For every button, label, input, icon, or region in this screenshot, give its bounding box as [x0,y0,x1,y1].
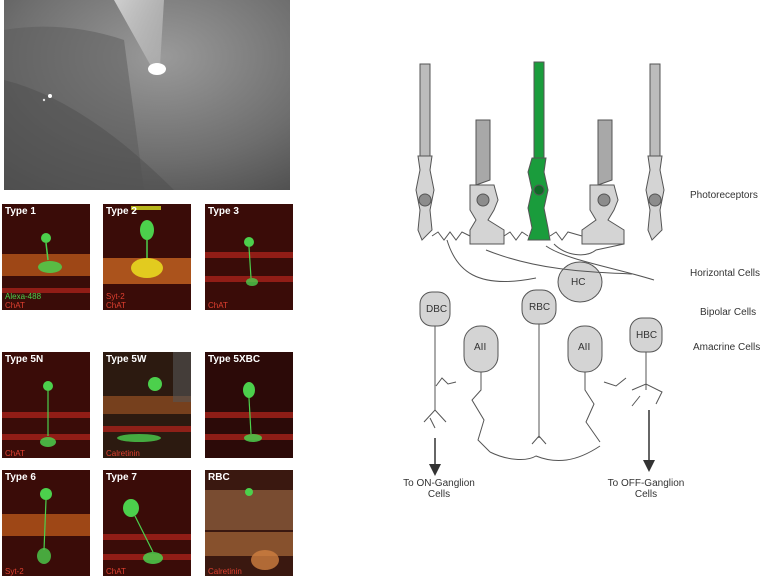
cone-outer-segment-2 [597,119,613,186]
microscope-image [4,0,290,190]
cell-label-aii-right: AII [578,342,591,353]
panel-stain-label: Alexa-488 [5,292,42,301]
panel-type-7: Type 7 ChAT [103,470,191,576]
panel-type-5xbc-image [205,352,293,458]
layer-label-horizontal: Horizontal Cells [690,268,761,279]
layer-label-bipolar: Bipolar Cells [700,307,757,318]
gap-junction-3 [549,231,583,241]
rod-nucleus-highlighted [533,184,545,196]
output-label-on: To ON-Ganglion Cells [394,478,484,500]
panel-stain-label: ChAT [106,567,126,576]
panel-type-3-image [205,204,293,310]
output-label-on-line2: Cells [427,489,451,500]
rod-nucleus-1 [418,193,432,207]
panel-type-6-image [2,470,90,576]
panel-type-1-image [2,204,90,310]
panel-stain-label: Calretinin [208,567,242,576]
panel-type-5xbc: Type 5XBC [205,352,293,458]
panel-stain-label: Calretinin [106,449,140,458]
cone-body-1 [469,184,505,245]
rbc-terminal [531,435,547,445]
cone-body-2 [581,184,625,245]
retina-circuit-diagram: DBC RBC HC HBC AII AII To ON-Ganglion Ce… [386,60,696,520]
gap-junction-2 [503,231,529,241]
panel-type-2: Type 2 Syt-2 ChAT [103,204,191,310]
microscope-photo [4,0,290,190]
panel-title: RBC [208,472,230,483]
panel-title: Type 6 [5,472,36,483]
panel-type-1: Type 1 Alexa-488 ChAT [2,204,90,310]
panel-type-5n-image [2,352,90,458]
panel-title: Type 5XBC [208,354,261,365]
panel-type-5w-image [103,352,191,458]
gap-junction-1 [431,231,471,241]
aii-dendrite-right [584,372,601,443]
panel-stain-label: ChAT [5,301,25,310]
panel-rbc-image [205,470,293,576]
panel-title: Type 1 [5,206,36,217]
panel-title: Type 5N [5,354,44,365]
rod-nucleus-2 [648,193,662,207]
cone-nucleus-1 [476,193,490,207]
cone-nucleus-2 [597,193,611,207]
rod-outer-segment-highlighted [533,61,545,159]
panel-type-3: Type 3 ChAT [205,204,293,310]
aii-lobule-right [603,377,627,387]
panel-stain-label: Syt-2 [5,567,24,576]
panel-title: Type 7 [106,472,137,483]
dbc-terminal [423,409,447,429]
output-label-off-line2: Cells [634,489,658,500]
panel-stain-label: Syt-2 [106,292,125,301]
layer-label-photoreceptors: Photoreceptors [690,190,758,201]
cone-outer-segment-1 [475,119,491,186]
panel-type-5w: Type 5W Calretinin [103,352,191,458]
circuit-drawing [415,61,665,476]
panel-type-7-image [103,470,191,576]
panel-type-5n: Type 5N ChAT [2,352,90,458]
rod-body-highlighted [527,157,551,241]
cell-label-dbc: DBC [426,304,448,315]
rod-outer-segment-1 [419,63,431,157]
hbc-terminal [631,383,663,407]
panel-title: Type 3 [208,206,239,217]
aii-dendrite-left [471,372,491,453]
panel-rbc: RBC Calretinin [205,470,293,576]
panel-title: Type 5W [106,354,147,365]
aii-lobule-left [435,377,457,387]
output-label-off: To OFF-Ganglion Cells [596,478,696,500]
synapse-line-2 [545,245,655,281]
output-label-on-line1: To ON-Ganglion [403,478,475,489]
layer-label-amacrine: Amacrine Cells [693,342,761,353]
synapse-line-3 [485,249,633,275]
panel-stain-label: ChAT [5,449,25,458]
panel-type-6: Type 6 Syt-2 [2,470,90,576]
cell-label-hc: HC [571,277,586,288]
output-label-off-line1: To OFF-Ganglion [607,478,685,489]
horizontal-cell-process [553,243,625,256]
panel-title: Type 2 [106,206,137,217]
panel-type-2-image [103,204,191,310]
panel-stain-label: ChAT [106,301,126,310]
cell-label-aii-left: AII [474,342,487,353]
cell-label-hbc: HBC [636,330,658,341]
rod-outer-segment-2 [649,63,661,157]
amacrine-connections [489,445,601,462]
panel-stain-label: ChAT [208,301,228,310]
cell-label-rbc: RBC [529,302,551,313]
synapse-line-1 [446,239,537,283]
